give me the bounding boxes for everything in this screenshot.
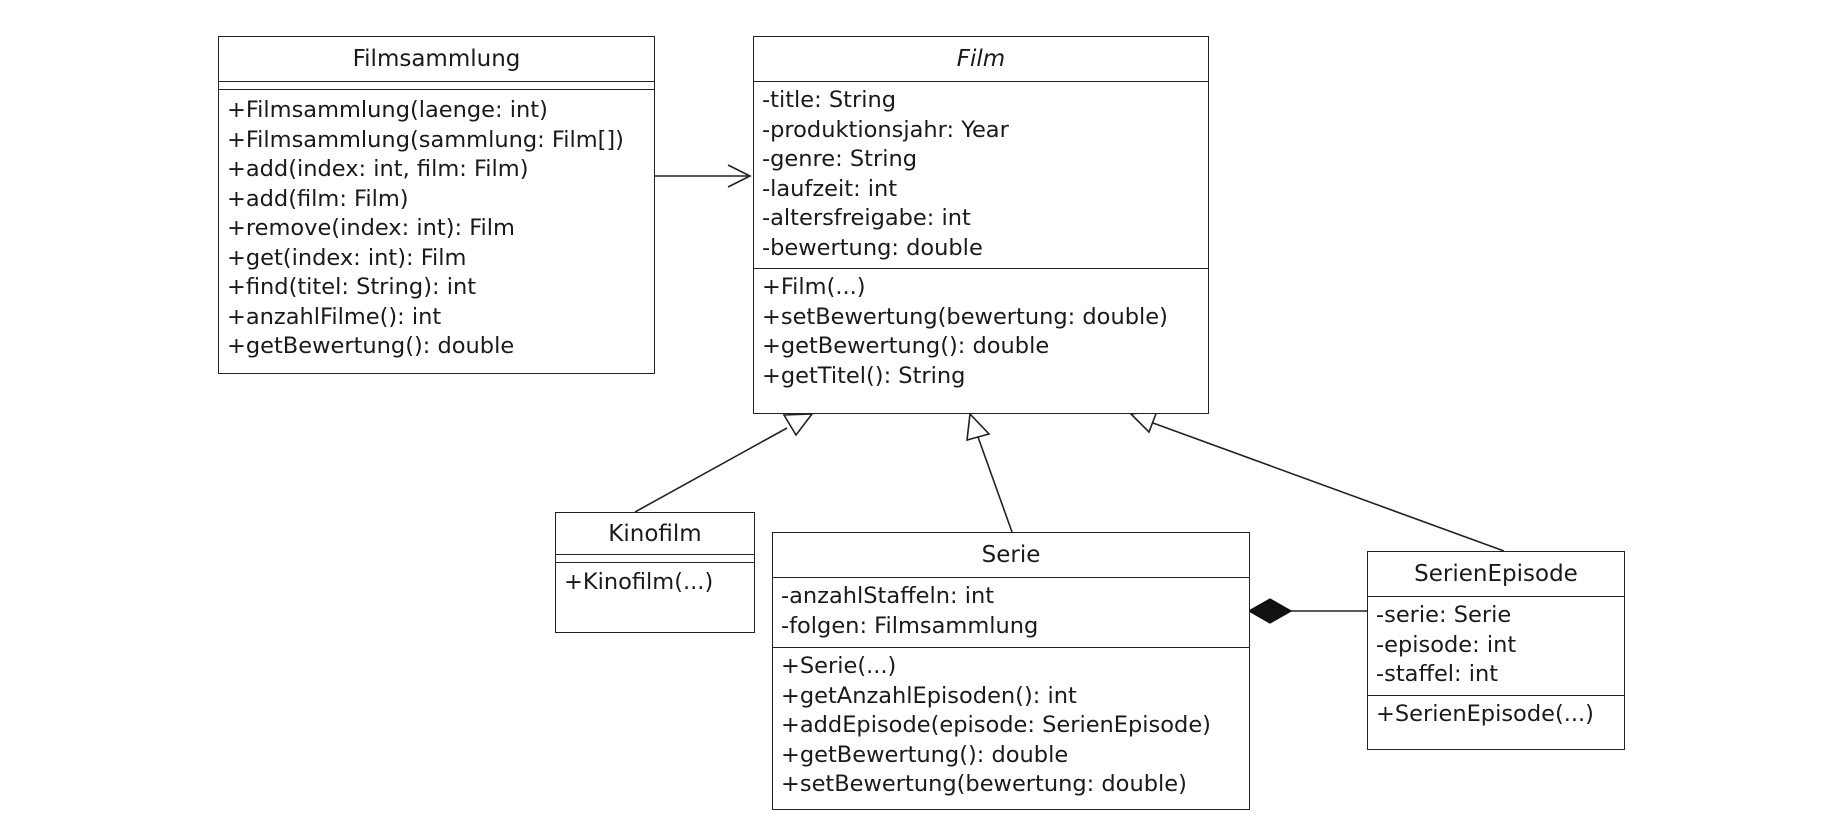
attribute: -genre: String [762,146,917,172]
class-name: Filmsammlung [219,37,654,82]
method: +getBewertung(): double [781,741,1069,768]
attribute: -staffel: int [1376,661,1499,687]
attributes-section [556,555,754,563]
attributes-section: -anzahlStaffeln: int -folgen: Filmsammlu… [773,578,1249,647]
attribute: -episode: int [1376,631,1517,658]
attribute: -produktionsjahr: Year [762,116,1009,143]
method: +Filmsammlung(sammlung: Film[]) [227,126,624,153]
methods-section: +SerienEpisode(...) [1368,695,1624,736]
method: +SerienEpisode(...) [1376,701,1594,727]
method: +Filmsammlung(laenge: int) [227,97,548,123]
class-name: SerienEpisode [1368,552,1624,597]
class-serienepisode: SerienEpisode -serie: Serie -episode: in… [1367,551,1625,750]
method: +getAnzahlEpisoden(): int [781,682,1077,709]
method: +Film(...) [762,274,866,300]
class-serie: Serie -anzahlStaffeln: int -folgen: Film… [772,532,1250,810]
attribute: -title: String [762,87,896,113]
methods-section: +Filmsammlung(laenge: int) +Filmsammlung… [219,90,654,368]
method: +getTitel(): String [762,362,966,389]
composition-serienepisode-serie [1247,598,1368,624]
method: +get(index: int): Film [227,244,467,271]
method: +addEpisode(episode: SerienEpisode) [781,712,1211,738]
association-filmsammlung-film [654,164,752,188]
method: +getBewertung(): double [227,333,515,359]
method: +getBewertung(): double [762,333,1050,359]
methods-section: +Kinofilm(...) [556,563,754,604]
method: +find(titel: String): int [227,274,477,300]
attribute: -bewertung: double [762,234,983,261]
class-kinofilm: Kinofilm +Kinofilm(...) [555,512,755,633]
class-name: Film [754,37,1208,82]
attribute: -altersfreigabe: int [762,205,971,231]
generalization-serie-film [966,412,1013,533]
method: +Kinofilm(...) [564,569,714,595]
methods-section: +Film(...) +setBewertung(bewertung: doub… [754,268,1208,397]
generalization-serienepisode-film [1129,410,1505,552]
method: +remove(index: int): Film [227,215,515,241]
method: +add(index: int, film: Film) [227,156,529,182]
attributes-section: -title: String -produktionsjahr: Year -g… [754,82,1208,268]
class-name: Kinofilm [556,513,754,555]
class-name: Serie [773,533,1249,578]
method: +setBewertung(bewertung: double) [762,303,1168,330]
methods-section: +Serie(...) +getAnzahlEpisoden(): int +a… [773,647,1249,806]
generalization-kinofilm-film [634,413,814,513]
method: +add(film: Film) [227,185,409,212]
attribute: -folgen: Filmsammlung [781,612,1039,639]
class-film: Film -title: String -produktionsjahr: Ye… [753,36,1209,414]
attributes-section: -serie: Serie -episode: int -staffel: in… [1368,597,1624,695]
method: +setBewertung(bewertung: double) [781,771,1187,797]
attribute: -anzahlStaffeln: int [781,583,995,609]
method: +anzahlFilme(): int [227,303,442,330]
class-filmsammlung: Filmsammlung +Filmsammlung(laenge: int) … [218,36,655,374]
attribute: -serie: Serie [1376,602,1512,628]
method: +Serie(...) [781,653,897,679]
attributes-section [219,82,654,90]
attribute: -laufzeit: int [762,175,898,202]
